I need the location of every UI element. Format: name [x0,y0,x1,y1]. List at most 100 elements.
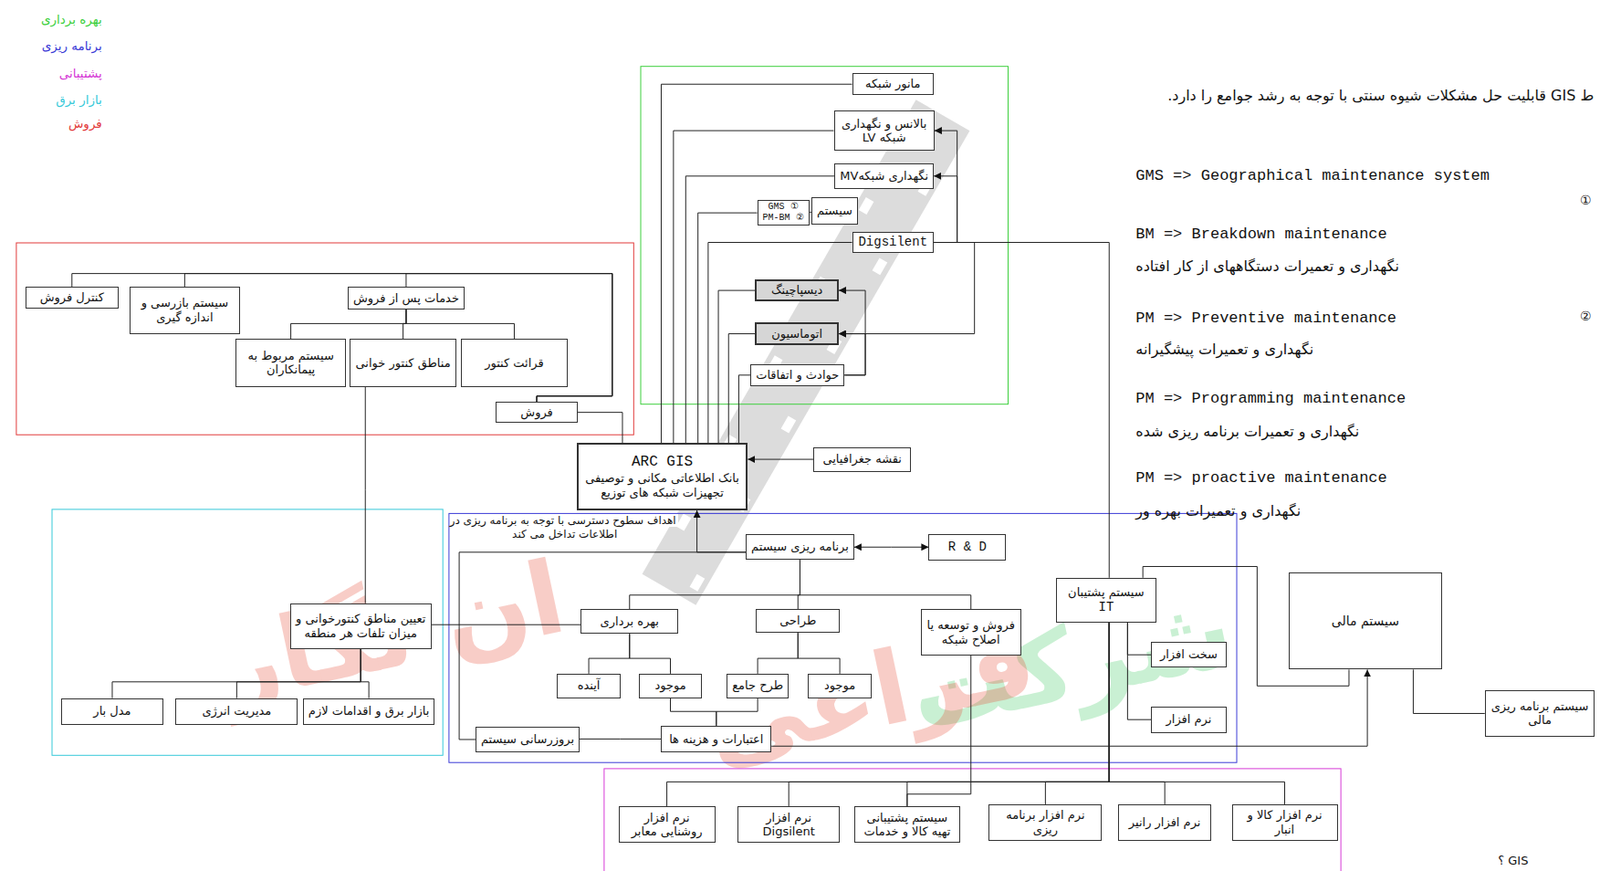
legend-item: بازار برق [3,92,103,107]
legend-text: بازار برق [55,92,103,107]
node-text: PM-BM ② [763,212,805,224]
connector [667,622,1110,806]
process-box: مناطق کنتور خوانی [349,338,456,387]
node-text: سخت افزار [1160,647,1218,662]
connector [933,176,958,243]
node-text: بانک اطلاعاتی مکانی و توصیفی تجهیزات شبک… [582,470,743,500]
node-text: بازار برق و اقدامات لازم [308,703,430,719]
process-box: مدل بار [61,698,164,725]
node-text: نرم افزار [1166,711,1213,727]
node-text: Digsilent [857,234,928,251]
node-text: GMS ① [768,201,799,213]
process-box: نرم افزار برنامه ریزی [988,804,1102,841]
region-cyan [52,509,443,755]
note-label: BM => Breakdown maintenance [1135,225,1387,244]
note-label: GIS ؟ [1497,853,1528,868]
legend-item: فروش [3,115,103,131]
connector [933,242,1109,578]
node-text: مناطق کنتور خوانی [355,355,451,371]
logo-hole [781,416,797,434]
node-text: R & D [948,539,987,555]
process-box: بروزرسانی سیستم [475,726,580,753]
node-text: دیسپاچینگ [771,282,823,298]
connector [72,273,613,403]
process-box: نقشه جغرافیایی [813,447,911,472]
note-label: ط GIS قابلیت حل مشکلات شیوه سنتی با توجه… [1020,86,1594,105]
note-text: PM => Programming maintenance [1135,389,1406,408]
connector [1412,669,1485,713]
connector [360,648,369,699]
note-label: GMS => Geographical maintenance system [1135,167,1490,186]
connector [738,375,751,443]
legend-swatch: برنامه ریزی [41,38,103,53]
node-text: سیستم پشتیبان [1067,585,1145,600]
legend-swatch: بهره برداری [41,11,103,27]
node-text: IT [1098,599,1114,616]
node-text: طراحی [779,613,816,628]
connector [577,412,623,444]
node-text: نگهداری شبکهMV [839,168,929,184]
process-box: بازار برق و اقدامات لازم [303,698,436,725]
logo-hole [676,513,692,532]
process-box: نرم افزار [1150,706,1227,733]
note-label: نگهداری و تعمیرات برنامه ریزی شده [1135,422,1360,440]
legend-text: فروش [68,115,103,131]
process-box: دیسپاچینگ [754,279,839,302]
connector [838,290,866,376]
process-box: آینده [556,673,620,699]
process-box: طراحی [755,608,840,633]
node-text: ARC GIS [631,453,693,471]
node-text: سیستم مالی [1331,613,1400,629]
process-box: سیستم بازرسی و اندازه گیری [129,286,241,334]
node-text: نرم افزار برنامه ریزی [993,807,1098,837]
process-box: نگهداری شبکهMV [834,163,934,189]
process-box: سیستم برنامه ریزی مالی [1484,690,1596,737]
process-box: ARC GISبانک اطلاعاتی مکانی و توصیفی تجهی… [576,442,749,511]
connector [629,633,671,674]
connector [716,698,758,726]
connector [406,309,515,339]
node-text: بروزرسانی سیستم [481,732,575,747]
note-text: ② [1579,309,1592,325]
note-text: نگهداری و تعمیرات برنامه ریزی شده [1135,422,1360,440]
process-box: سیستم [811,197,858,225]
process-box: برنامه ریزی سیستم [745,533,855,560]
process-box: مانور شبکه [852,73,934,95]
connector [797,632,840,674]
process-box: نرم افزار روشنایی معابر [618,805,716,843]
process-box: نرم افزار کالا و انبار [1232,804,1339,841]
note-text: اهداف سطوح دسترسی با توجه به برنامه ریزی… [449,513,679,540]
process-box: اتوماسیون [754,322,839,346]
process-box: سخت افزار [1150,641,1227,668]
connector [708,242,853,444]
connector [771,669,1368,746]
node-text: خدمات پس از فروش [353,291,460,306]
process-box: فروش [495,401,577,422]
legend-swatch: بازار برق [55,92,103,107]
process-box: کنترل فروش [25,286,119,308]
note-label: نگهداری و تعمیرات دستگاههای از کار افتاد… [1135,257,1400,275]
connector [629,559,801,610]
region-magenta [604,768,1341,871]
connector [184,273,612,403]
node-text: کنترل فروش [40,290,105,305]
node-text: آینده [577,678,601,693]
note-label: PM => proactive maintenance [1135,469,1387,488]
connector [838,242,975,335]
legend-item: پشتیبانی [3,65,103,81]
legend-swatch: فروش [68,115,103,131]
note-text: نگهداری و تعمیرات پیشگیرانه [1135,340,1314,358]
note-label: ② [1579,309,1592,325]
process-box: سیستم پشتیبانی تهیه کالا و خدمات [854,805,961,843]
note-text: نگهداری و تعمیرات بهره ور [1135,501,1301,520]
node-text: نرم افزار Digsilent [742,810,836,839]
node-text: موجود [824,678,856,693]
connector [291,309,407,339]
note-label: PM => Preventive maintenance [1135,309,1397,328]
connector [854,546,929,548]
process-box: طرح جامع [726,673,789,699]
connector [588,633,630,674]
connector [670,698,717,726]
connector [403,309,407,339]
node-text: سیستم مربوط به پیمانکاران [240,348,342,377]
